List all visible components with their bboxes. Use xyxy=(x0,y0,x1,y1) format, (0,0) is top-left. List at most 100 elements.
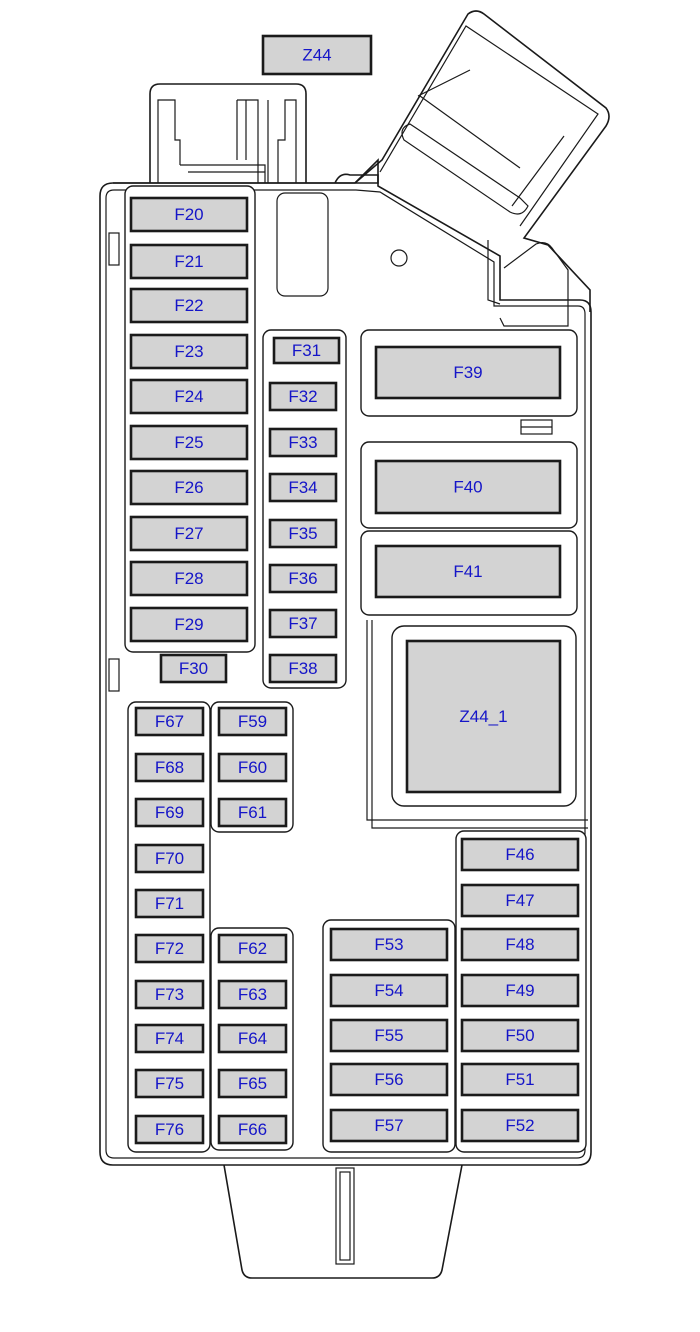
fuse-f31: F31 xyxy=(272,336,341,365)
fuse-f64-body xyxy=(217,1023,288,1054)
fuse-f57: F57 xyxy=(329,1108,449,1143)
fuse-f60: F60 xyxy=(217,752,288,783)
fuse-f51-label: F51 xyxy=(505,1070,534,1089)
fuse-f35: F35 xyxy=(268,518,338,549)
fuse-f35-label: F35 xyxy=(288,524,317,543)
fuse-f32-label: F32 xyxy=(288,387,317,406)
fuse-f22-body xyxy=(129,287,249,324)
fuse-z44-1-body xyxy=(405,639,562,794)
fuse-f73: F73 xyxy=(134,979,205,1010)
fuse-f50: F50 xyxy=(460,1018,580,1053)
fuse-f37-label: F37 xyxy=(288,614,317,633)
fuse-f23-label: F23 xyxy=(174,342,203,361)
fuse-f74: F74 xyxy=(134,1023,205,1054)
fuse-f52: F52 xyxy=(460,1108,580,1143)
fuse-f56: F56 xyxy=(329,1062,449,1097)
fuse-f31-label: F31 xyxy=(292,341,321,360)
fuse-f20-label: F20 xyxy=(174,205,203,224)
fuse-f37-body xyxy=(268,608,338,639)
fuse-f40: F40 xyxy=(374,459,562,515)
fuse-f69: F69 xyxy=(134,797,205,828)
fuse-f75-body xyxy=(134,1068,205,1099)
fuse-f37: F37 xyxy=(268,608,338,639)
fuse-f59-label: F59 xyxy=(238,712,267,731)
fuse-f60-body xyxy=(217,752,288,783)
fuse-f38-body xyxy=(268,653,338,684)
fuse-f69-body xyxy=(134,797,205,828)
fuse-f20: F20 xyxy=(129,196,249,233)
fuse-f49-label: F49 xyxy=(505,981,534,1000)
fuse-f48-body xyxy=(460,927,580,962)
fuse-f23-body xyxy=(129,333,249,370)
fuse-f29-label: F29 xyxy=(174,615,203,634)
fuse-f29-body xyxy=(129,606,249,643)
fuse-f35-body xyxy=(268,518,338,549)
fuse-f34-label: F34 xyxy=(288,478,317,497)
fuse-f24: F24 xyxy=(129,378,249,415)
fuse-f47-body xyxy=(460,883,580,918)
fuse-f26-label: F26 xyxy=(174,478,203,497)
fuse-f65-body xyxy=(217,1068,288,1099)
fuse-f71-body xyxy=(134,888,205,919)
fuse-f69-label: F69 xyxy=(155,803,184,822)
fuse-f59-body xyxy=(217,706,288,737)
fuse-f72: F72 xyxy=(134,933,205,964)
fuse-f53: F53 xyxy=(329,927,449,962)
fuse-f41-label: F41 xyxy=(453,562,482,581)
fuse-f28-label: F28 xyxy=(174,569,203,588)
fuse-f38: F38 xyxy=(268,653,338,684)
fuse-f23: F23 xyxy=(129,333,249,370)
fuse-f26-body xyxy=(129,469,249,506)
fuse-f36: F36 xyxy=(268,563,338,594)
fuse-f53-label: F53 xyxy=(374,935,403,954)
fuse-f48-label: F48 xyxy=(505,935,534,954)
fuse-f24-label: F24 xyxy=(174,387,203,406)
fuse-f50-label: F50 xyxy=(505,1026,534,1045)
fuse-f29: F29 xyxy=(129,606,249,643)
fuse-f67: F67 xyxy=(134,706,205,737)
fuse-f49-body xyxy=(460,973,580,1008)
fuse-f28-body xyxy=(129,560,249,597)
fuse-f68-body xyxy=(134,752,205,783)
fuse-f72-body xyxy=(134,933,205,964)
fuse-f22-label: F22 xyxy=(174,296,203,315)
fuse-f50-body xyxy=(460,1018,580,1053)
fuse-f27-label: F27 xyxy=(174,524,203,543)
fuse-f75-label: F75 xyxy=(155,1074,184,1093)
fuse-f32-body xyxy=(268,381,338,412)
fuse-f76-body xyxy=(134,1114,205,1145)
fuse-f49: F49 xyxy=(460,973,580,1008)
fuse-f68: F68 xyxy=(134,752,205,783)
fuse-f39: F39 xyxy=(374,345,562,400)
fuse-f55-body xyxy=(329,1018,449,1053)
fuse-f56-label: F56 xyxy=(374,1070,403,1089)
fuse-f22: F22 xyxy=(129,287,249,324)
fuse-f54-label: F54 xyxy=(374,981,403,1000)
fuse-f39-body xyxy=(374,345,562,400)
fuse-f21: F21 xyxy=(129,243,249,280)
fuse-f27: F27 xyxy=(129,515,249,552)
fuse-f61: F61 xyxy=(217,797,288,828)
fuse-f68-label: F68 xyxy=(155,758,184,777)
fuse-f66-body xyxy=(217,1114,288,1145)
fuse-box-housing xyxy=(99,10,610,1279)
fuse-f48: F48 xyxy=(460,927,580,962)
fuse-f72-label: F72 xyxy=(155,939,184,958)
fuse-f56-body xyxy=(329,1062,449,1097)
fuse-f25: F25 xyxy=(129,424,249,461)
fuse-f67-body xyxy=(134,706,205,737)
fuse-f53-body xyxy=(329,927,449,962)
fuse-f36-label: F36 xyxy=(288,569,317,588)
fuses-layer: Z44F20F21F22F23F24F25F26F27F28F29F30F31F… xyxy=(129,34,580,1145)
fuse-f64: F64 xyxy=(217,1023,288,1054)
fuse-f70: F70 xyxy=(134,843,205,874)
holder-f31-f38 xyxy=(262,329,347,689)
fuse-f30: F30 xyxy=(159,653,228,684)
fuse-f66-label: F66 xyxy=(238,1120,267,1139)
fuse-f33: F33 xyxy=(268,427,338,458)
fuse-f76: F76 xyxy=(134,1114,205,1145)
fuse-f46: F46 xyxy=(460,837,580,872)
fuse-f41-body xyxy=(374,544,562,599)
fuse-f54-body xyxy=(329,973,449,1008)
fuse-f57-body xyxy=(329,1108,449,1143)
